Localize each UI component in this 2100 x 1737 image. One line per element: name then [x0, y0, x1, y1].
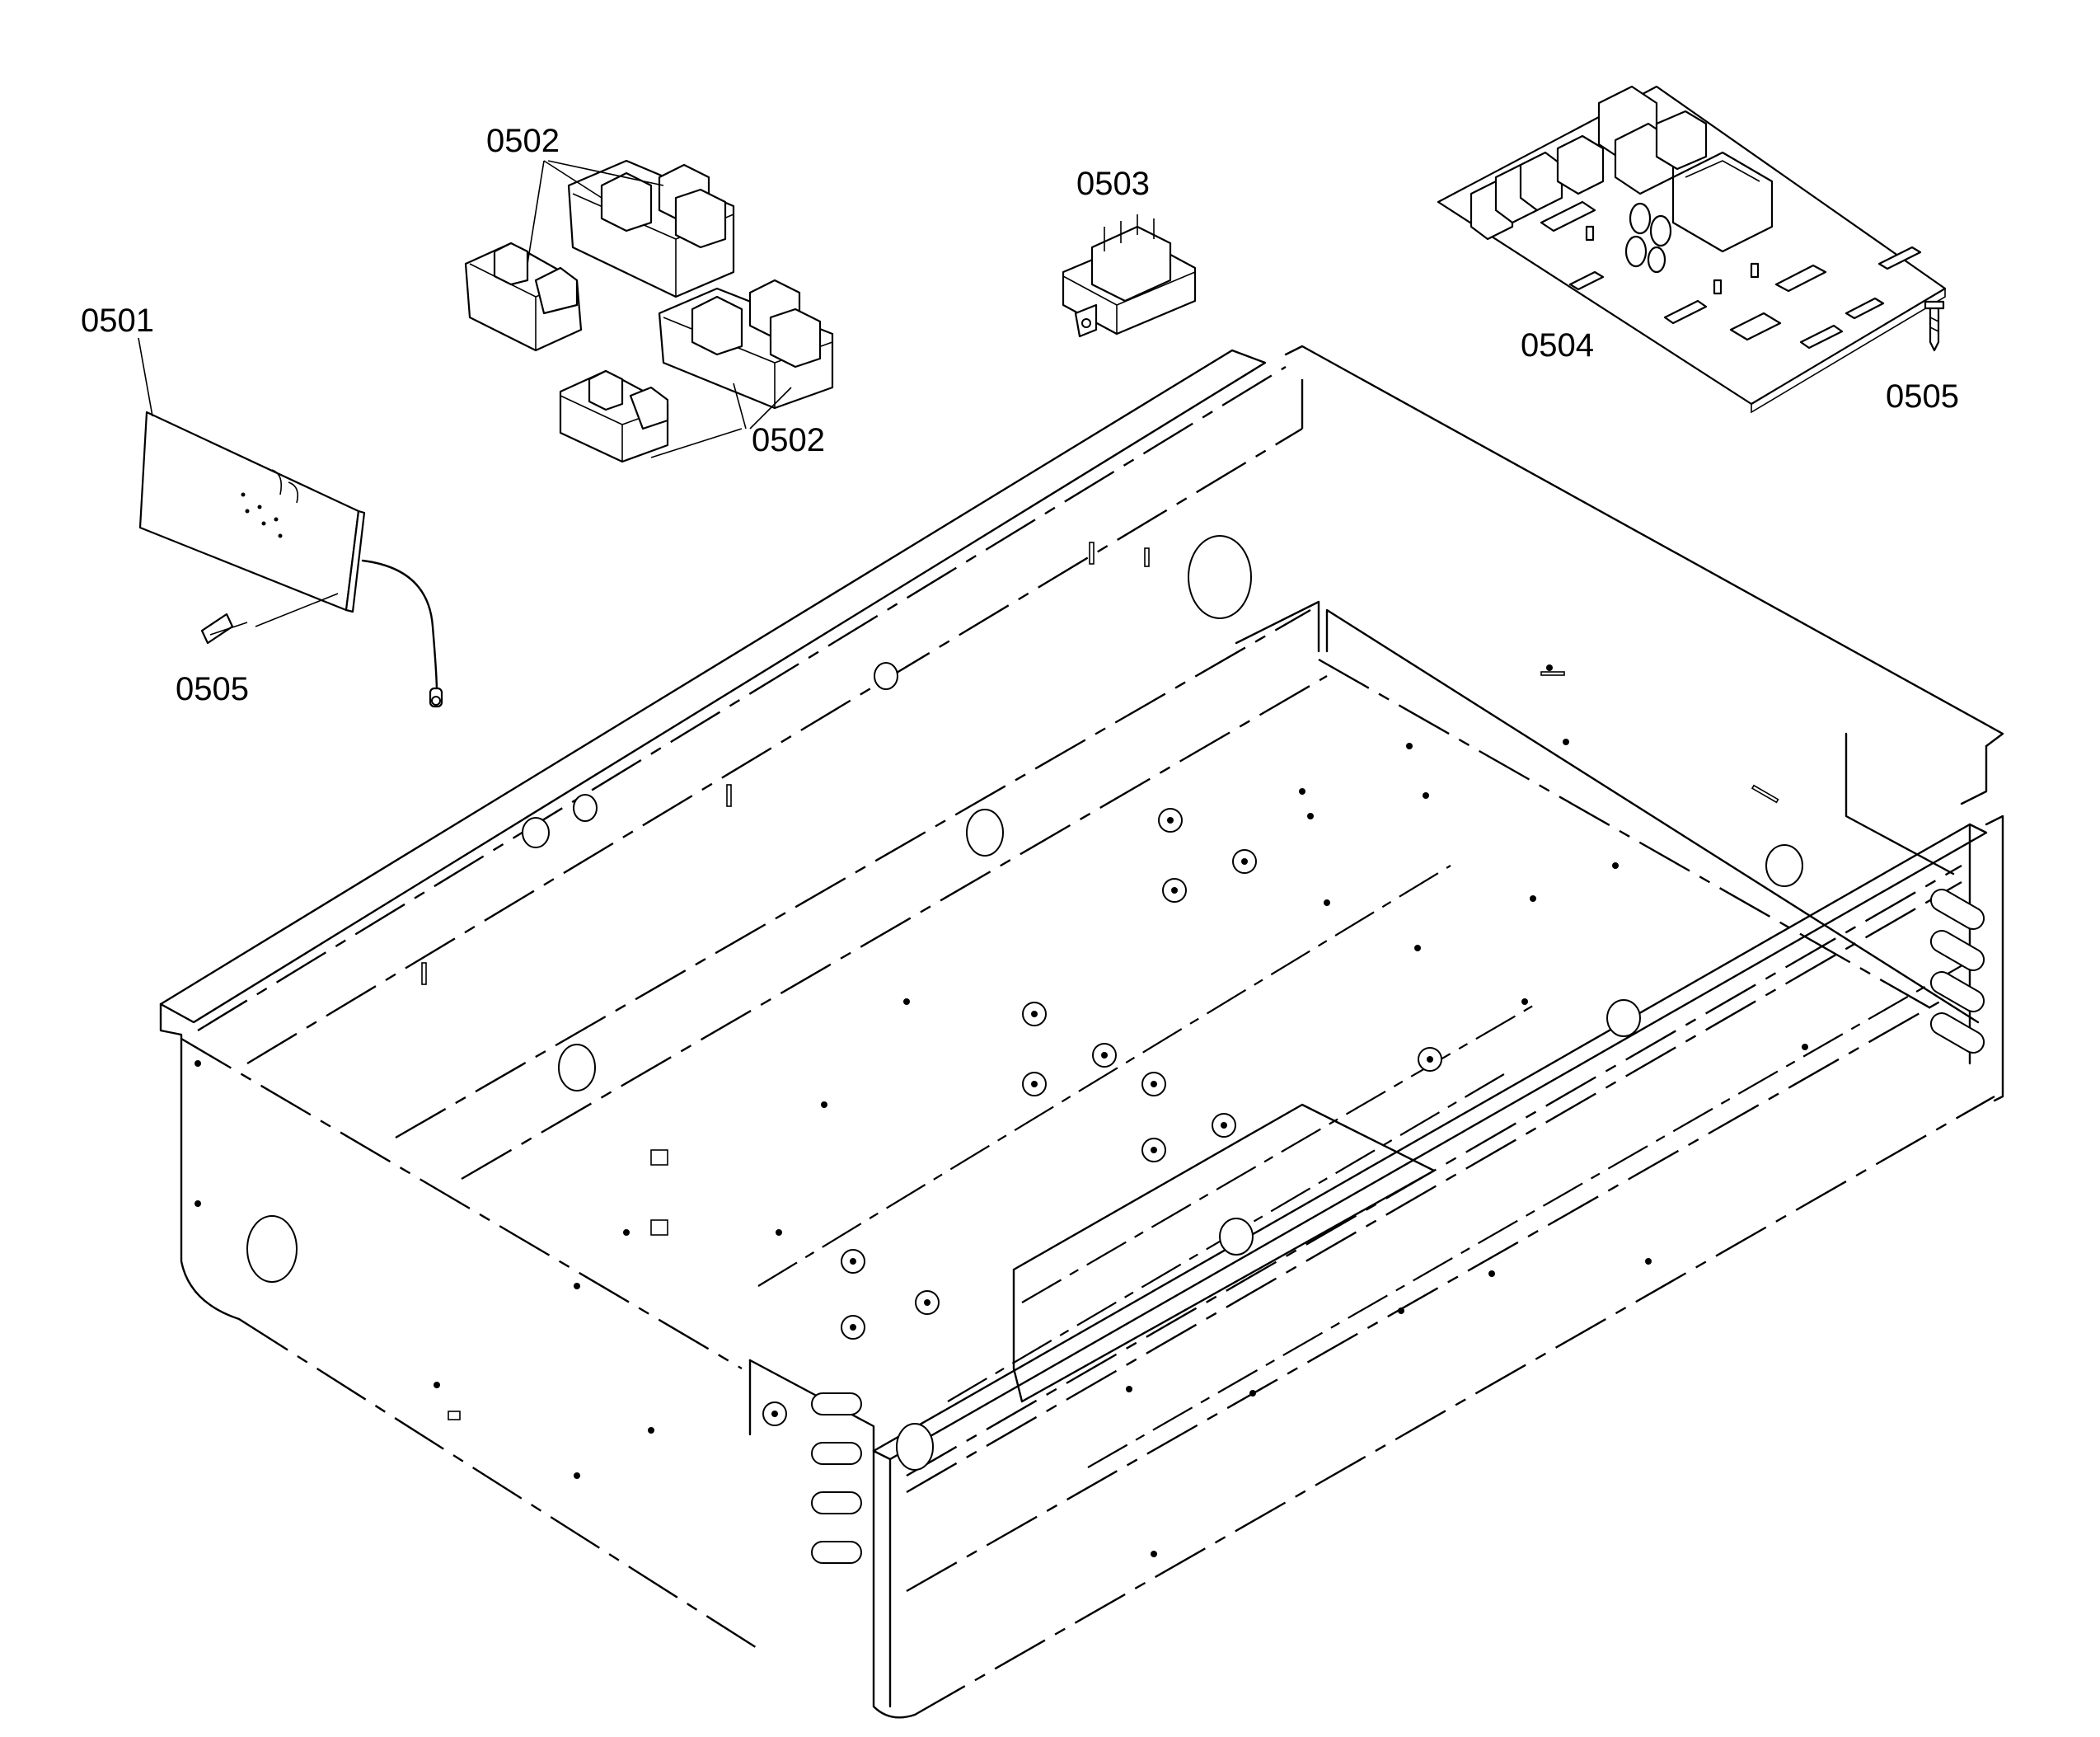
part-0505-screw-left: [200, 613, 248, 645]
label-0502-bottom: 0502: [752, 422, 825, 458]
control-box-chassis: [159, 345, 2004, 1719]
part-0502-relays: [464, 159, 834, 463]
label-0503: 0503: [1076, 166, 1150, 202]
part-0501-display-board: [138, 411, 443, 708]
label-0504: 0504: [1521, 327, 1594, 364]
label-0505-right: 0505: [1886, 378, 1959, 415]
part-0505-screw-right: [1924, 300, 1945, 352]
callout-labels: 0501 0502 0502 0503 0504 0505 0505: [81, 123, 1959, 707]
part-0504-control-board: [1437, 85, 1947, 414]
label-0505-left: 0505: [176, 671, 249, 707]
label-0501: 0501: [81, 303, 154, 339]
label-0502-top: 0502: [486, 123, 560, 159]
part-0503-transformer: [1062, 214, 1197, 338]
